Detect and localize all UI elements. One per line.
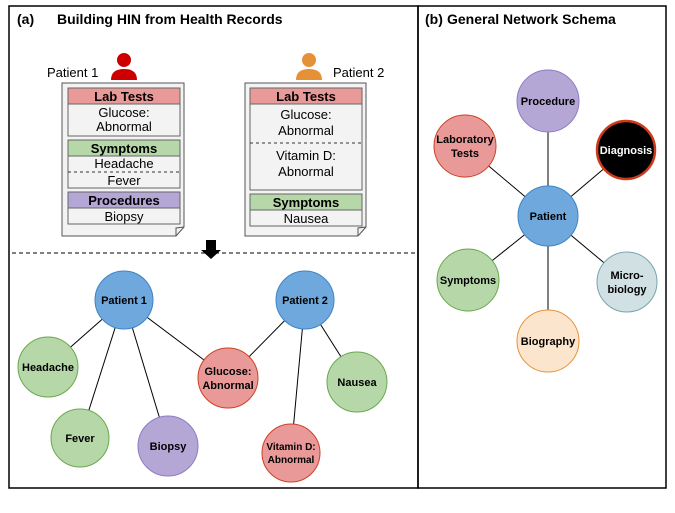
- schema-node-patient: Patient: [517, 185, 579, 247]
- schema-procedure-label: Procedure: [521, 96, 575, 108]
- p2-lab-item-3: Vitamin D:: [276, 148, 336, 163]
- node-fever: Fever: [50, 408, 110, 468]
- schema-node-microbiology: Micro- biology: [596, 251, 658, 313]
- node-vitd-label-1: Vitamin D:: [266, 442, 315, 453]
- p1-proc-header: Procedures: [88, 193, 160, 208]
- node-glucose: Glucose: Abnormal: [197, 347, 259, 409]
- schema-lab-label-2: Tests: [451, 148, 479, 160]
- schema-lab-label-1: Laboratory: [436, 134, 494, 146]
- node-nausea: Nausea: [326, 351, 388, 413]
- p1-sym-item-2: Fever: [107, 173, 141, 188]
- schema-node-symptoms: Symptoms: [436, 248, 500, 312]
- node-headache: Headache: [17, 336, 79, 398]
- node-vitamin-d: Vitamin D: Abnormal: [261, 423, 321, 483]
- schema-micro-label-2: biology: [607, 284, 647, 296]
- node-vitd-label-2: Abnormal: [268, 455, 315, 466]
- node-patient2-label: Patient 2: [282, 295, 328, 307]
- schema-diagnosis-label: Diagnosis: [600, 145, 653, 157]
- node-patient1-label: Patient 1: [101, 295, 147, 307]
- node-glucose-label-1: Glucose:: [204, 366, 251, 378]
- node-patient1: Patient 1: [94, 270, 154, 330]
- panel-a-title: Building HIN from Health Records: [57, 11, 283, 27]
- p2-lab-header: Lab Tests: [276, 89, 336, 104]
- patient2-record: Lab Tests Glucose: Abnormal Vitamin D: A…: [244, 82, 367, 237]
- schema-node-diagnosis: Diagnosis: [595, 119, 657, 181]
- patient2-person-icon: [296, 53, 322, 80]
- node-nausea-label: Nausea: [337, 377, 377, 389]
- patient1-record: Lab Tests Glucose: Abnormal Symptoms Hea…: [61, 82, 185, 237]
- panel-a-label: (a): [17, 11, 34, 27]
- p1-lab-item-1: Glucose:: [98, 105, 149, 120]
- p2-lab-item-1: Glucose:: [280, 107, 331, 122]
- p1-sym-header: Symptoms: [91, 141, 157, 156]
- schema-node-laboratory: Laboratory Tests: [433, 114, 497, 178]
- node-headache-label: Headache: [22, 362, 74, 374]
- node-biopsy-label: Biopsy: [150, 441, 188, 453]
- p1-proc-item-1: Biopsy: [104, 209, 144, 224]
- p2-sym-item-1: Nausea: [284, 211, 330, 226]
- down-arrow-icon: [201, 240, 221, 259]
- node-biopsy: Biopsy: [137, 415, 199, 477]
- p2-lab-item-2: Abnormal: [278, 123, 334, 138]
- schema-symptoms-label: Symptoms: [440, 275, 496, 287]
- node-patient2: Patient 2: [275, 270, 335, 330]
- panel-b-label: (b): [425, 11, 443, 27]
- p1-lab-item-2: Abnormal: [96, 119, 152, 134]
- patient2-label: Patient 2: [333, 65, 384, 80]
- p2-lab-item-4: Abnormal: [278, 164, 334, 179]
- patient1-person-icon: [111, 53, 137, 80]
- schema-biography-label: Biography: [521, 336, 576, 348]
- node-fever-label: Fever: [65, 433, 95, 445]
- p1-lab-header: Lab Tests: [94, 89, 154, 104]
- p2-sym-header: Symptoms: [273, 195, 339, 210]
- patient1-label: Patient 1: [47, 65, 98, 80]
- schema-node-procedure: Procedure: [516, 69, 580, 133]
- schema-patient-label: Patient: [530, 211, 567, 223]
- node-glucose-label-2: Abnormal: [202, 380, 253, 392]
- p1-sym-item-1: Headache: [94, 156, 153, 171]
- panel-b-frame: [417, 5, 667, 489]
- schema-micro-label-1: Micro-: [611, 270, 644, 282]
- panel-b-title: General Network Schema: [447, 11, 616, 27]
- schema-node-biography: Biography: [516, 309, 580, 373]
